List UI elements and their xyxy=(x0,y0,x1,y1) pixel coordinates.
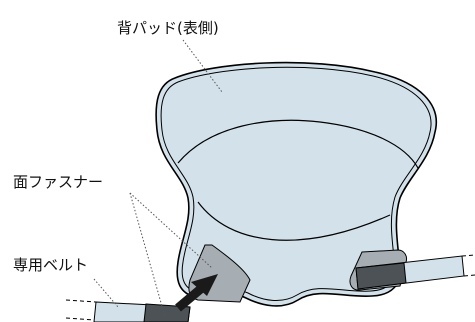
leader-fastener-right xyxy=(129,192,166,318)
leader-back-pad xyxy=(182,39,223,93)
belt-left-dashed-top xyxy=(65,299,97,303)
back-pad-divider-line xyxy=(177,119,419,169)
belt-right-dashed-top xyxy=(461,254,475,257)
belt-right-end xyxy=(355,262,407,290)
back-pad xyxy=(155,61,437,307)
label-dedicated-belt: 専用ベルト xyxy=(13,256,88,274)
belt-left xyxy=(65,299,191,322)
label-back-pad: 背パッド(表側) xyxy=(117,19,219,37)
belt-right-dashed-bottom xyxy=(463,274,475,277)
insert-arrow-icon xyxy=(175,274,218,312)
leader-belt xyxy=(93,278,119,308)
leader-fastener-left xyxy=(129,192,213,269)
label-hook-loop-fastener: 面ファスナー xyxy=(13,173,103,191)
belt-left-dashed-bottom xyxy=(65,317,95,321)
leader-lines xyxy=(93,39,223,318)
back-pad-lower-curve xyxy=(197,201,391,241)
back-pad-inner-outline xyxy=(160,66,432,301)
back-pad-outer-outline xyxy=(155,61,437,307)
belt-right xyxy=(355,254,475,290)
